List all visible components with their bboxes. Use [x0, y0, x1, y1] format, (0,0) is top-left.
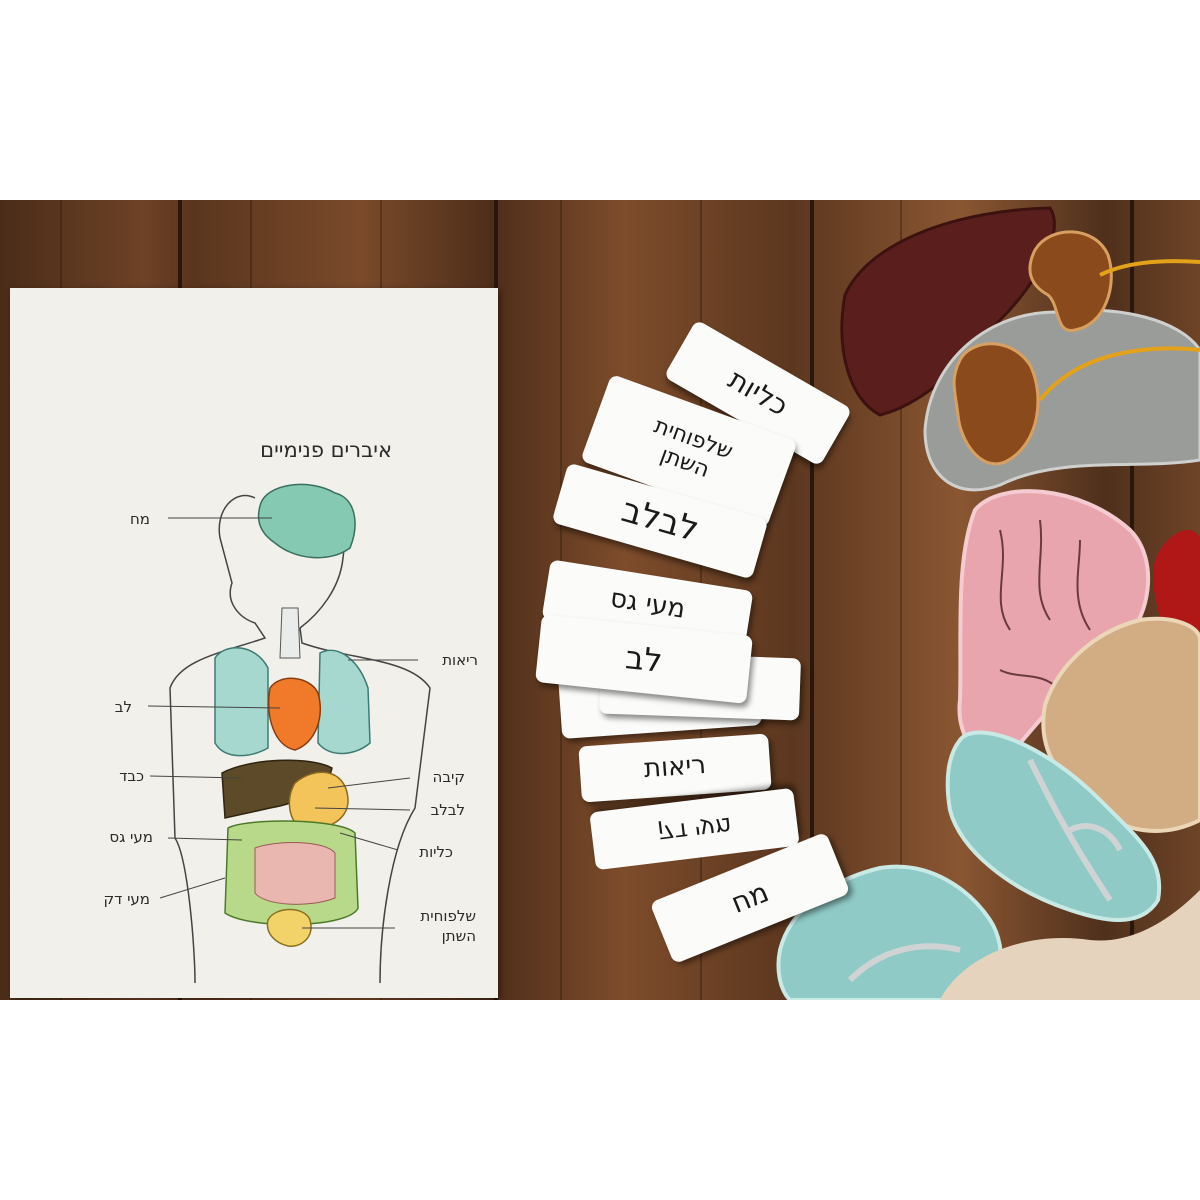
label-kidneys: כליות — [419, 843, 453, 861]
felt-kidney — [952, 342, 1040, 466]
leader-lines — [147, 517, 418, 929]
felt-bronchi — [847, 758, 1123, 983]
stomach-drawing — [288, 771, 349, 830]
brain-drawing — [257, 483, 356, 559]
felt-liver — [840, 206, 1056, 417]
felt-ureter-string — [1038, 259, 1200, 402]
lungs-drawing — [214, 647, 371, 757]
label-bladder: שלפוחית השתן — [420, 907, 476, 946]
worksheet-title: איברים פנימיים — [260, 438, 392, 462]
plank-seam — [810, 200, 814, 1000]
wood-grain — [900, 200, 902, 1000]
bladder-drawing — [266, 908, 312, 947]
body-diagram — [147, 483, 431, 984]
liver-drawing — [221, 759, 333, 819]
wooden-table: איברים פנימיים מח ריאות לב כבד קיבה לבלב… — [0, 200, 1200, 1000]
label-liver: כבד — [119, 767, 144, 785]
label-lungs: ריאות — [442, 651, 478, 669]
label-heart: לב — [114, 698, 132, 716]
worksheet: איברים פנימיים מח ריאות לב כבד קיבה לבלב… — [10, 288, 498, 998]
label-brain: מח — [130, 510, 150, 528]
felt-pink-brain-folds — [999, 519, 1091, 691]
felt-teal-lung — [945, 730, 1162, 922]
label-stomach: קיבה — [432, 768, 465, 786]
small-intestine-drawing — [254, 842, 336, 905]
label-small-intestine: מעי דק — [103, 890, 150, 908]
felt-kidney — [1028, 230, 1113, 332]
felt-cream-organ — [940, 890, 1200, 1000]
trachea-drawing — [279, 607, 301, 659]
heart-drawing — [268, 677, 321, 751]
label-pancreas: לבלב — [430, 801, 465, 819]
felt-organs — [776, 206, 1200, 1000]
label-large-intestine: מעי גס — [109, 828, 153, 846]
